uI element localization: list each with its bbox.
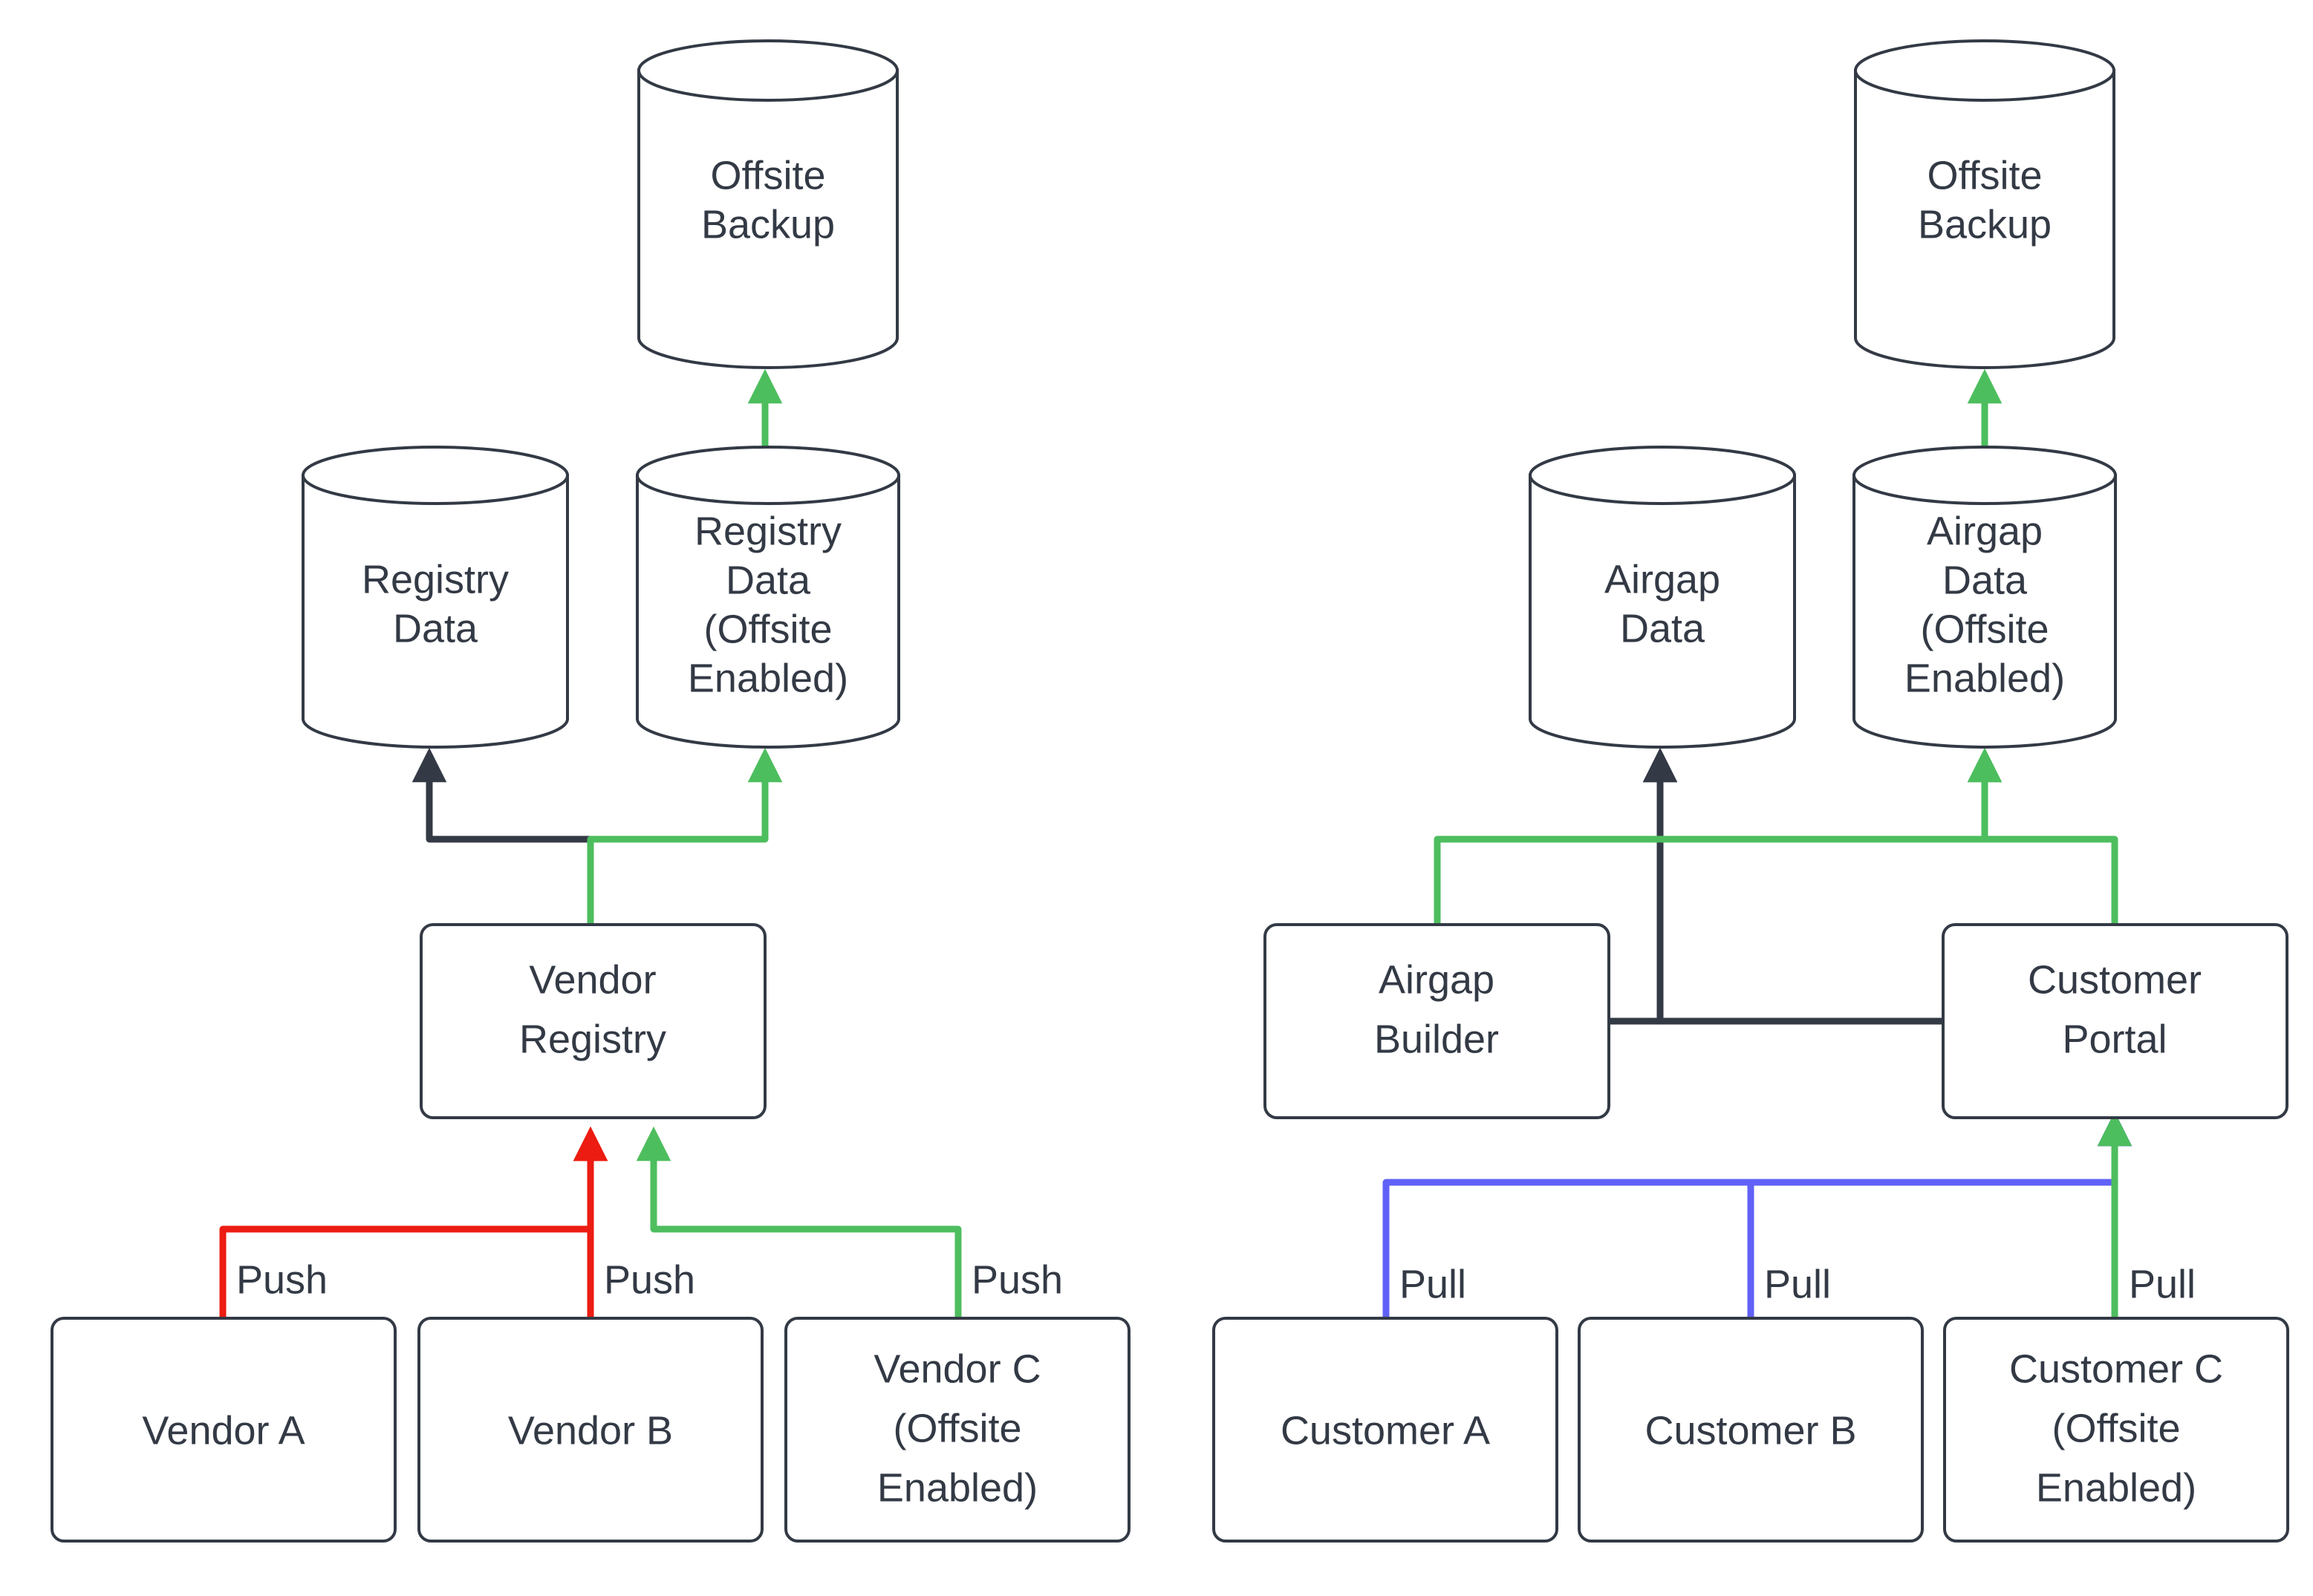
node-registry-data-offsite[interactable]: Registry Data (Offsite Enabled): [636, 446, 900, 749]
airgap-data-offsite-label-3: (Offsite: [1920, 607, 2049, 651]
edge-label-vendor-b-push: Push: [604, 1257, 695, 1302]
edge-portal-to-airgap-offsite: [1967, 747, 2118, 925]
node-vendor-c[interactable]: Vendor C (Offsite Enabled): [784, 1317, 1131, 1543]
node-offsite-backup-left[interactable]: Offsite Backup: [637, 39, 899, 369]
node-airgap-data-offsite[interactable]: Airgap Data (Offsite Enabled): [1852, 446, 2117, 749]
customer-portal-label-2: Portal: [2062, 1017, 2167, 1061]
airgap-data-label-2: Data: [1620, 606, 1705, 651]
offsite-backup-right-label-2: Backup: [1918, 202, 2052, 247]
customer-a-label: Customer A: [1281, 1408, 1490, 1453]
vendor-registry-label-2: Registry: [519, 1017, 666, 1061]
customer-c-label-2: (Offsite: [2052, 1406, 2180, 1450]
vendor-b-label: Vendor B: [508, 1408, 673, 1453]
airgap-data-label-1: Airgap: [1604, 557, 1720, 602]
node-customer-b[interactable]: Customer B: [1578, 1317, 1924, 1543]
edge-vendor-c-push: [636, 1126, 962, 1318]
vendor-a-label: Vendor A: [142, 1408, 305, 1453]
vendor-c-label-1: Vendor C: [874, 1346, 1041, 1391]
node-offsite-backup-right[interactable]: Offsite Backup: [1854, 39, 2115, 369]
offsite-backup-left-label-1: Offsite: [710, 153, 825, 198]
airgap-builder-label-2: Builder: [1374, 1017, 1499, 1061]
offsite-backup-left-label-2: Backup: [701, 202, 835, 247]
edge-registry-to-data: [411, 747, 594, 925]
customer-c-label-3: Enabled): [2036, 1465, 2196, 1510]
registry-data-label-1: Registry: [362, 557, 509, 602]
vendor-c-label-3: Enabled): [877, 1465, 1038, 1510]
edge-label-customer-a-pull: Pull: [1399, 1262, 1466, 1306]
node-airgap-builder[interactable]: Airgap Builder: [1263, 923, 1610, 1119]
edge-builder-to-airgap-offsite: [1434, 747, 2003, 925]
registry-data-offsite-label-1: Registry: [694, 509, 842, 553]
edge-label-customer-b-pull: Pull: [1764, 1262, 1831, 1306]
customer-b-label: Customer B: [1645, 1408, 1856, 1453]
edge-builder-to-airgap-data: [1608, 747, 1678, 1025]
airgap-data-offsite-label-2: Data: [1942, 558, 2028, 602]
edge-label-customer-c-pull: Pull: [2129, 1262, 2196, 1306]
edge-registry-to-data-offsite: [587, 747, 783, 925]
edge-portal-to-airgap-data: [1642, 747, 1942, 1025]
customer-c-label-1: Customer C: [2009, 1346, 2223, 1391]
node-registry-data[interactable]: Registry Data: [302, 446, 569, 749]
registry-data-offsite-label-3: (Offsite: [703, 607, 832, 651]
node-vendor-b[interactable]: Vendor B: [417, 1317, 764, 1543]
registry-data-offsite-label-4: Enabled): [688, 656, 848, 700]
registry-data-label-2: Data: [393, 606, 478, 651]
node-airgap-data[interactable]: Airgap Data: [1529, 446, 1796, 749]
edge-label-vendor-a-push: Push: [236, 1257, 328, 1302]
vendor-c-label-2: (Offsite: [893, 1406, 1021, 1450]
node-customer-a[interactable]: Customer A: [1212, 1317, 1558, 1543]
vendor-registry-label-1: Vendor: [529, 957, 656, 1002]
airgap-builder-label-1: Airgap: [1379, 957, 1494, 1002]
node-customer-c[interactable]: Customer C (Offsite Enabled): [1943, 1317, 2289, 1543]
registry-data-offsite-label-2: Data: [726, 558, 811, 602]
node-vendor-registry[interactable]: Vendor Registry: [420, 923, 767, 1119]
airgap-data-offsite-label-4: Enabled): [1904, 656, 2065, 700]
airgap-data-offsite-label-1: Airgap: [1927, 509, 2043, 553]
node-customer-portal[interactable]: Customer Portal: [1942, 923, 2288, 1119]
node-vendor-a[interactable]: Vendor A: [51, 1317, 397, 1543]
customer-portal-label-1: Customer: [2028, 957, 2202, 1002]
edge-label-vendor-c-push: Push: [972, 1257, 1063, 1302]
offsite-backup-right-label-1: Offsite: [1927, 153, 2042, 198]
